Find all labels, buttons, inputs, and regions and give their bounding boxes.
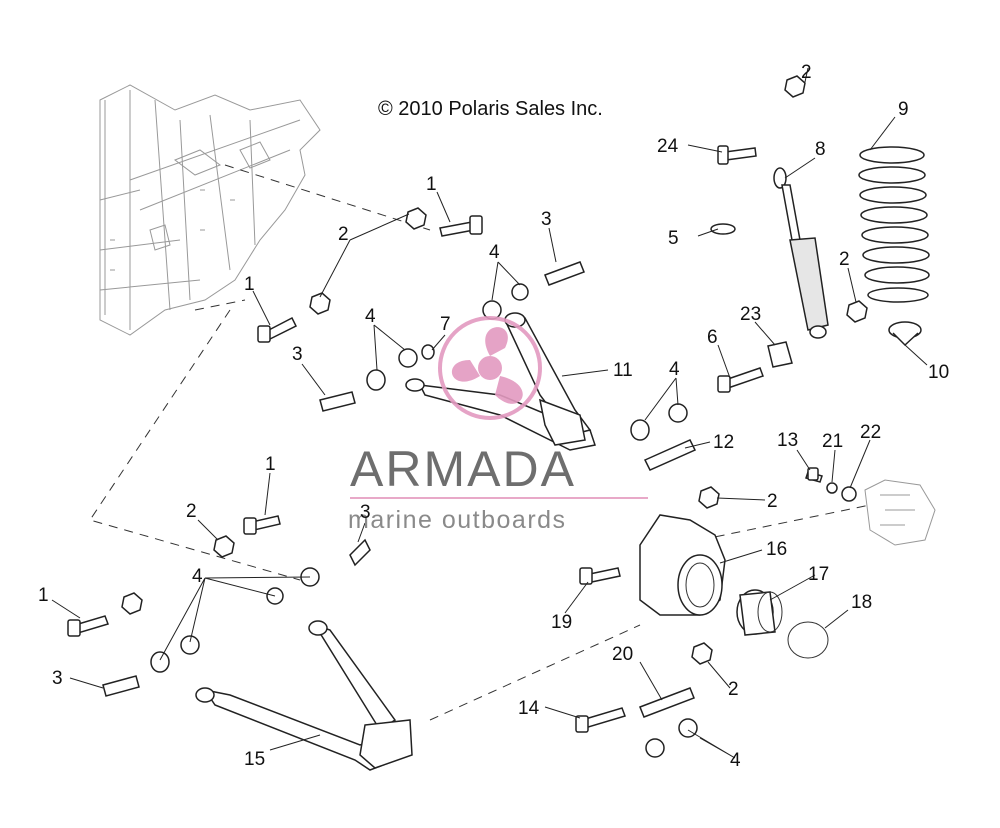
callout-label: 3 bbox=[52, 668, 63, 689]
frame-chassis bbox=[99, 84, 321, 336]
callout-label: 11 bbox=[613, 360, 633, 381]
bearing bbox=[736, 589, 783, 636]
callout-label: 2 bbox=[338, 224, 349, 245]
callout-label: 2 bbox=[186, 501, 197, 522]
callout-label: 4 bbox=[730, 750, 741, 771]
callout-label: 20 bbox=[612, 644, 633, 665]
callout-label: 6 bbox=[707, 327, 718, 348]
callout-label: 4 bbox=[365, 306, 376, 327]
brake-caliper bbox=[864, 479, 936, 546]
bolts bbox=[67, 145, 823, 733]
callout-label: 19 bbox=[551, 612, 572, 633]
callout-label: 12 bbox=[713, 432, 734, 453]
callout-label: 5 bbox=[668, 228, 679, 249]
propeller-logo-icon bbox=[438, 316, 542, 420]
callout-label: 16 bbox=[766, 539, 787, 560]
shock-absorber bbox=[773, 167, 829, 339]
bushings bbox=[150, 283, 698, 758]
callout-label: 3 bbox=[360, 502, 371, 523]
callout-label: 2 bbox=[728, 679, 739, 700]
callout-label: 1 bbox=[426, 174, 437, 195]
callout-label: 21 bbox=[822, 431, 843, 452]
knuckle bbox=[639, 514, 726, 616]
copyright-text: © 2010 Polaris Sales Inc. bbox=[378, 98, 603, 120]
callout-label: 17 bbox=[808, 564, 829, 585]
callout-label: 1 bbox=[265, 454, 276, 475]
callout-label: 8 bbox=[815, 139, 826, 160]
callout-label: 15 bbox=[244, 749, 265, 770]
callout-label: 22 bbox=[860, 422, 881, 443]
callout-label: 7 bbox=[440, 314, 451, 335]
watermark: ARMADA marine outboards bbox=[348, 316, 648, 534]
callout-label: 14 bbox=[518, 698, 540, 719]
callout-label: 10 bbox=[928, 362, 949, 383]
callout-label: 4 bbox=[192, 566, 203, 587]
watermark-brand: ARMADA bbox=[350, 441, 576, 497]
callout-label: 13 bbox=[777, 430, 798, 451]
sleeves bbox=[102, 261, 697, 718]
callout-label: 18 bbox=[851, 592, 872, 613]
callout-label: 2 bbox=[801, 62, 812, 83]
callout-label: 23 bbox=[740, 304, 761, 325]
watermark-tagline: marine outboards bbox=[348, 506, 567, 534]
leader-lines bbox=[51, 67, 928, 759]
lower-a-arm bbox=[195, 620, 413, 771]
callout-label: 1 bbox=[38, 585, 49, 606]
callout-label: 4 bbox=[669, 359, 680, 380]
callout-labels: 2 9 24 8 1 3 2 4 5 2 1 23 4 7 3 6 11 10 … bbox=[38, 62, 949, 771]
callout-label: 4 bbox=[489, 242, 500, 263]
callout-label: 24 bbox=[657, 136, 679, 157]
callout-label: 3 bbox=[292, 344, 303, 365]
callout-label: 3 bbox=[541, 209, 552, 230]
spring-retainer bbox=[888, 321, 922, 347]
coil-spring bbox=[858, 146, 930, 303]
callout-label: 2 bbox=[839, 249, 850, 270]
dashed-lines bbox=[89, 164, 871, 721]
callout-label: 1 bbox=[244, 274, 255, 295]
callout-label: 2 bbox=[767, 491, 778, 512]
callout-label: 9 bbox=[898, 99, 909, 120]
nuts-washers bbox=[121, 75, 868, 665]
snap-ring bbox=[787, 621, 829, 659]
